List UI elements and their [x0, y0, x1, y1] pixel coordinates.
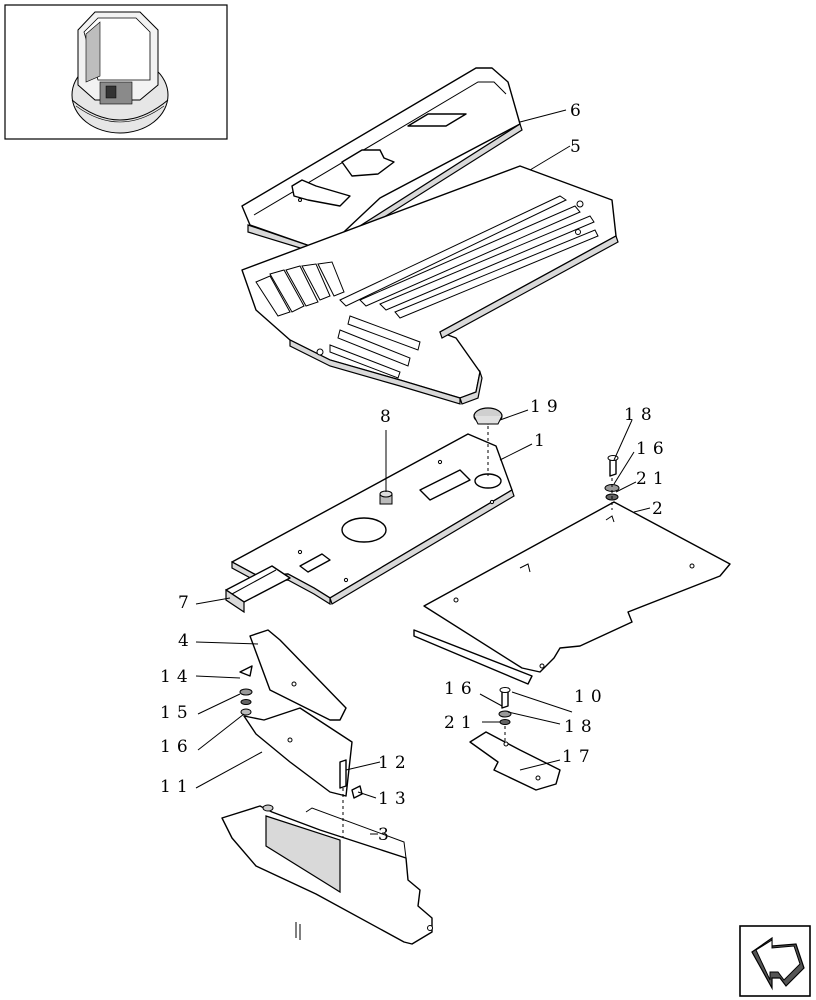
- part-3-base-bracket: [221, 804, 433, 945]
- callout-3: 3: [378, 825, 395, 845]
- callout-8: 8: [380, 407, 397, 427]
- callout-19: 19: [530, 397, 564, 417]
- callout-6: 6: [570, 101, 587, 121]
- callout-16-left: 16: [160, 737, 194, 757]
- callout-labels: 6 5 19 8 1 18 16 21 2 7 4 14 15 16 11 12…: [160, 101, 670, 845]
- machine-cab-thumbnail-icon: [4, 4, 228, 140]
- part-5-floor-plate: [241, 165, 619, 405]
- callout-16-upper: 16: [636, 439, 670, 459]
- part-2-side-panel: [413, 501, 731, 685]
- part-17-plate: [469, 731, 561, 791]
- callout-10: 10: [574, 687, 608, 707]
- hardware-set-upper: [604, 455, 620, 501]
- hardware-set-lower: [498, 687, 512, 725]
- callout-7: 7: [178, 593, 195, 613]
- part-1-floor-frame: [231, 433, 515, 606]
- part-7-rail: [225, 565, 291, 614]
- callout-18-lower: 18: [564, 717, 598, 737]
- leader-lines: [195, 109, 651, 835]
- callout-21-lower: 21: [444, 713, 478, 733]
- callout-18-upper: 18: [624, 405, 658, 425]
- callout-5: 5: [570, 137, 587, 157]
- callout-2: 2: [652, 499, 669, 519]
- callout-14: 14: [160, 667, 194, 687]
- callout-12: 12: [378, 753, 412, 773]
- part-13-screw: [351, 785, 363, 799]
- callout-15: 15: [160, 703, 194, 723]
- callout-4: 4: [178, 631, 195, 651]
- hardware-set-left: [239, 665, 253, 716]
- callout-13: 13: [378, 789, 412, 809]
- navigation-arrow-icon[interactable]: [739, 925, 811, 997]
- part-8-grommet: [379, 490, 393, 505]
- part-11-bracket: [243, 707, 353, 797]
- callout-17: 17: [562, 747, 596, 767]
- callout-21-upper: 21: [636, 469, 670, 489]
- part-4-cover: [249, 629, 347, 721]
- callout-16-lower: 16: [444, 679, 478, 699]
- callout-1: 1: [534, 431, 551, 451]
- part-19-knob: [473, 407, 503, 425]
- callout-11: 11: [160, 777, 194, 797]
